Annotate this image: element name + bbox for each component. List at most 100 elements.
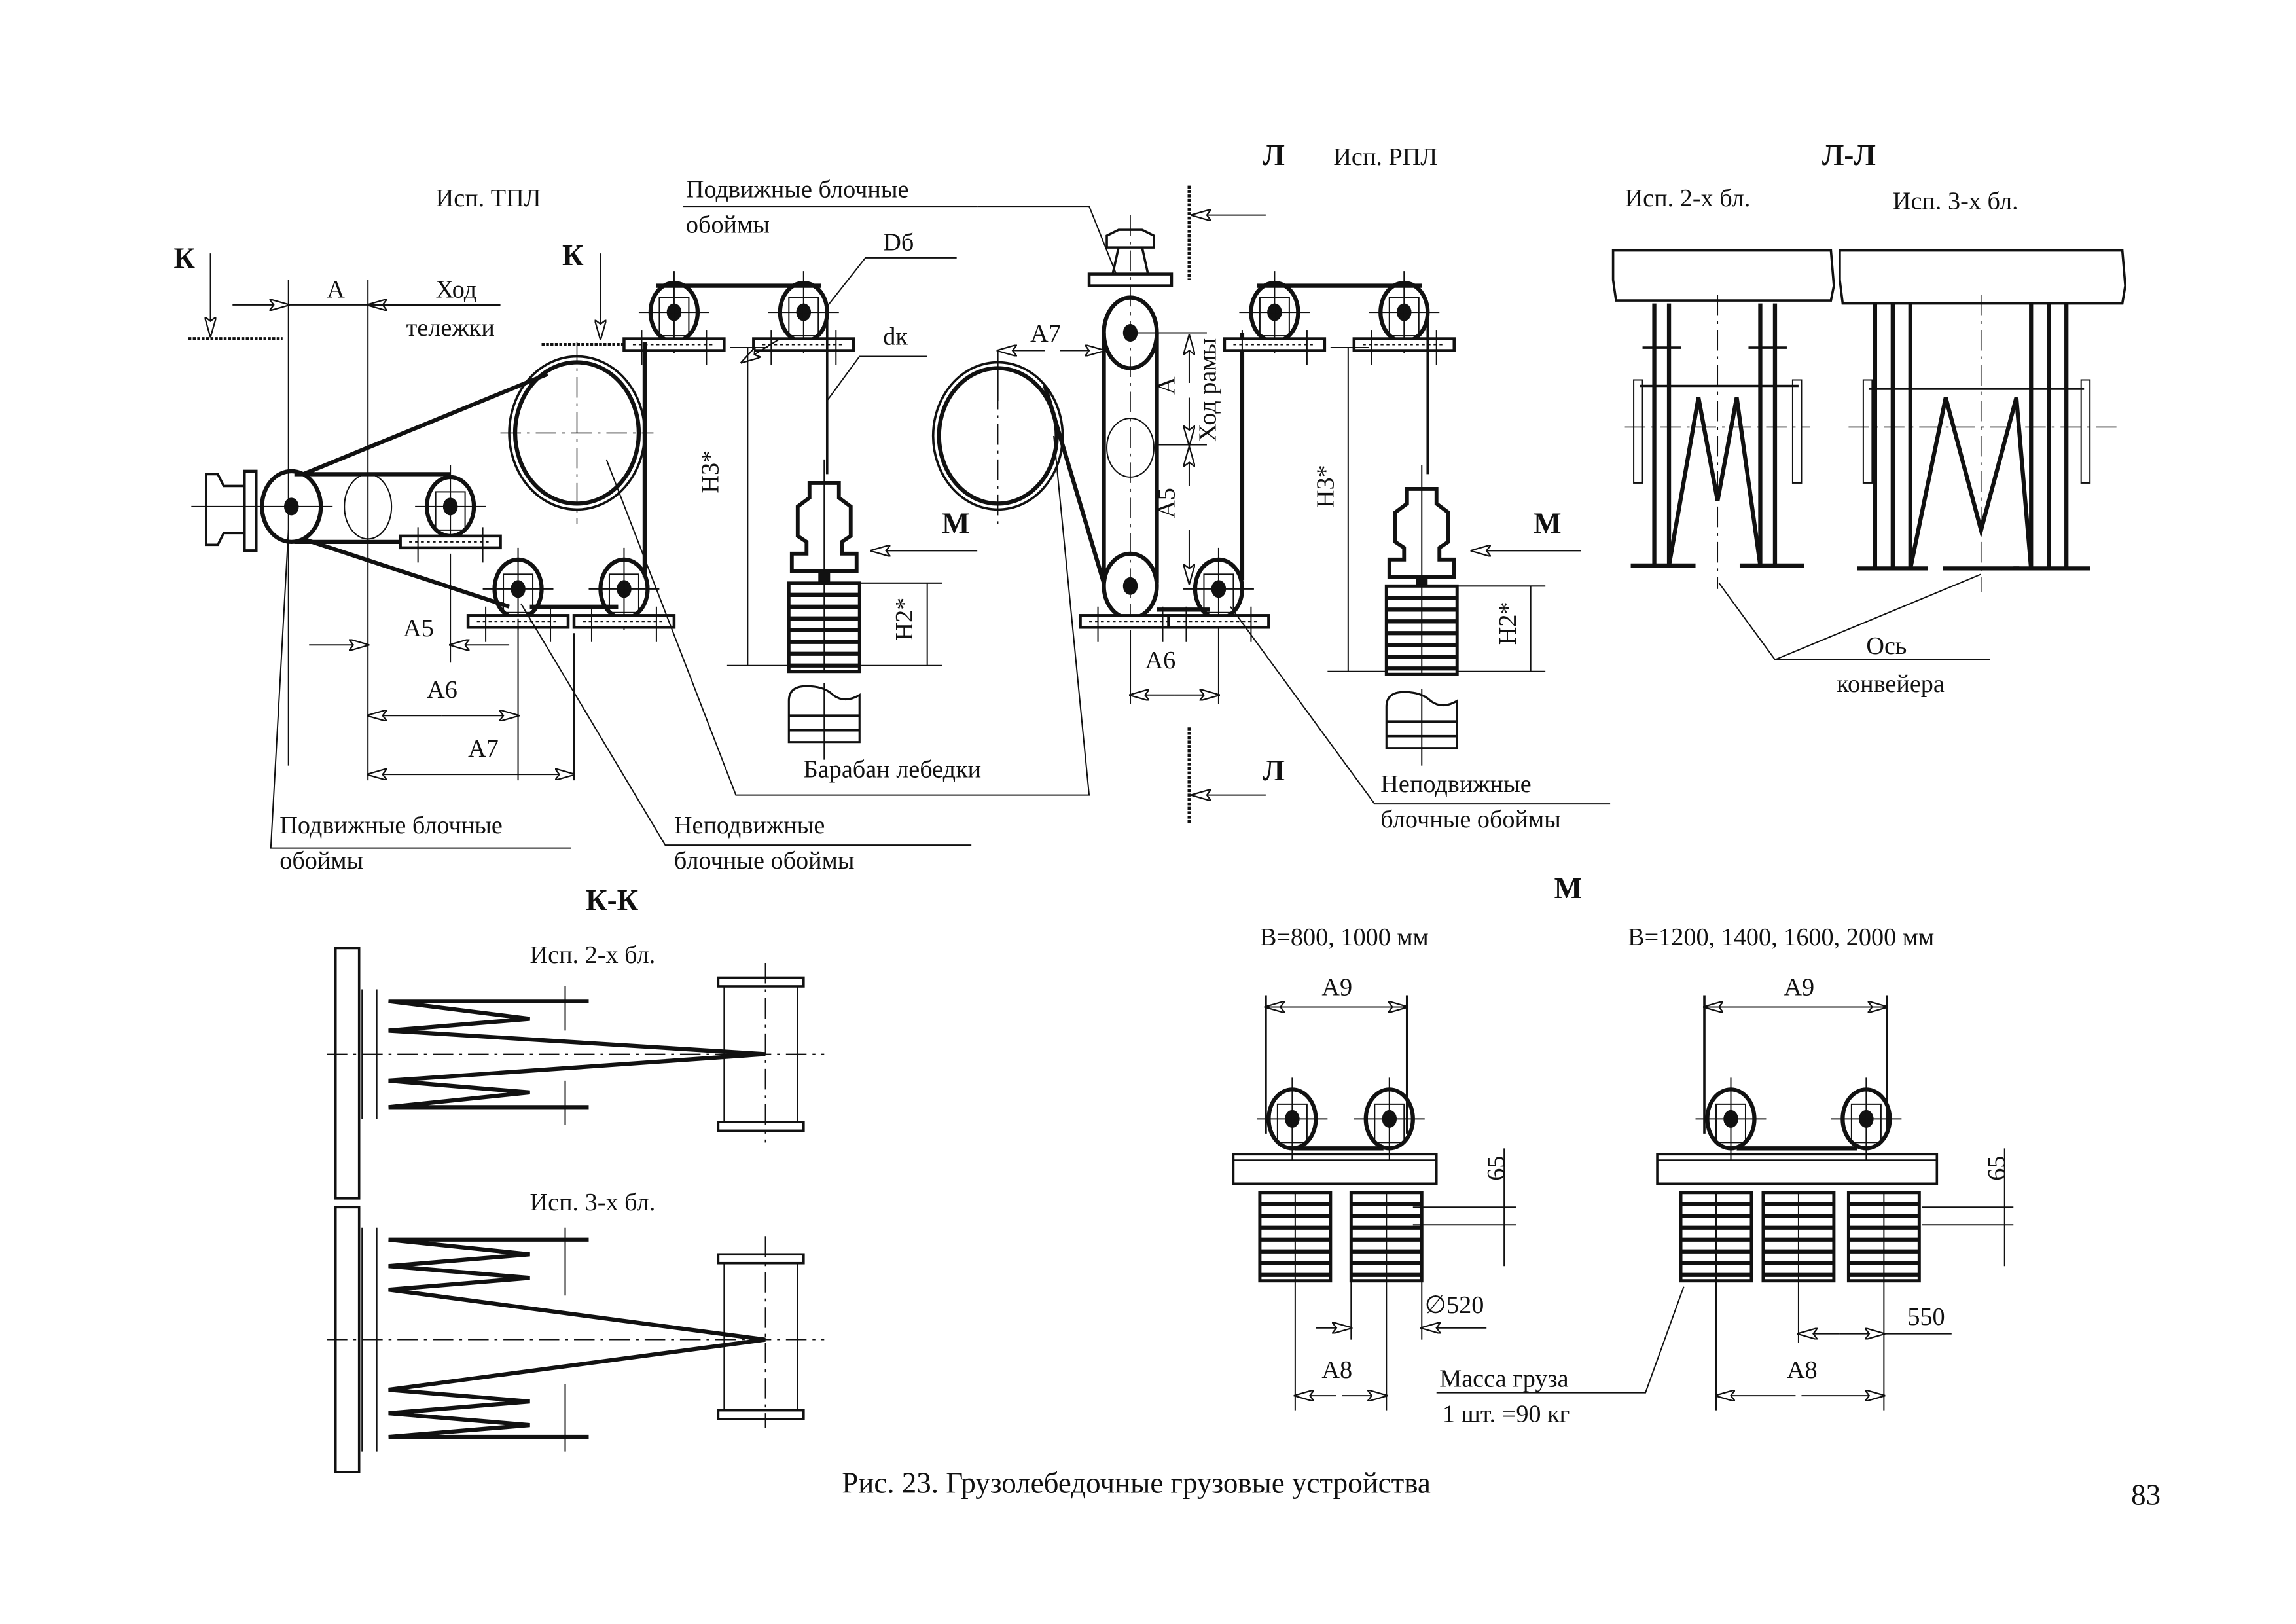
beam-2-block	[1611, 249, 1835, 302]
leader-line	[1230, 606, 1611, 805]
section-ll: Л-Л Исп. 2-х бл. Исп. 3-х бл.	[1611, 139, 2126, 698]
kk-2block-rope	[388, 999, 766, 1110]
kk-drum-flange	[717, 1409, 805, 1420]
leader-line	[605, 435, 1090, 796]
rpl-dim-a5-label: А5	[1153, 488, 1180, 518]
dim-a8-right-label: А8	[1787, 1356, 1818, 1384]
leader-line	[826, 355, 927, 401]
kk-drum-flange	[717, 1121, 805, 1132]
weight-stack-rpl	[1386, 586, 1457, 674]
section-ll-title: Л-Л	[1822, 139, 1876, 171]
drum-diameter-label: Dб	[883, 229, 914, 257]
section-kk-title: К-К	[586, 884, 639, 916]
dim-a7-label: А7	[468, 735, 499, 763]
dim-a9-left-label: А9	[1321, 973, 1352, 1001]
winch-drum-label: Барабан лебедки	[804, 756, 981, 784]
movable-blocks-top-label-2: обоймы	[686, 211, 770, 239]
leader-line	[977, 206, 1119, 280]
diameter-label: ∅520	[1425, 1291, 1484, 1319]
dim-a5-label: А5	[403, 615, 434, 642]
beam-3-block	[1839, 249, 2126, 305]
kk-2block-beam	[334, 947, 361, 1200]
rpl-fixed-blocks-label-1: Неподвижные	[1380, 770, 1531, 798]
rope	[302, 372, 548, 477]
weight-stack	[789, 583, 859, 672]
view-m-left-assembly	[1232, 995, 1438, 1280]
section-mark-l-top: Л	[1263, 139, 1285, 171]
dim-65-right-label: 65	[1983, 1156, 2011, 1181]
section-kk-variant-3: Исп. 3-х бл.	[530, 1189, 656, 1216]
weight-detail	[1385, 687, 1459, 767]
section-mark-k-left: К	[173, 242, 195, 275]
tpl-view: Исп. ТПЛ К К А Ход тележки Подвижные бло…	[173, 176, 1119, 875]
weight-carrier	[792, 460, 857, 583]
leader-line	[1436, 1286, 1685, 1394]
travel-label-1: Ход	[436, 276, 477, 304]
kk-drum-flange	[717, 976, 805, 988]
rpl-dim-a6-label: А6	[1145, 647, 1176, 674]
height-h3-label: H3*	[696, 450, 724, 494]
conveyor-axis-label-1: Ось	[1866, 632, 1907, 660]
weight-carrier-rpl	[1390, 465, 1454, 589]
page-number: 83	[2131, 1479, 2161, 1511]
section-ll-variant-2: Исп. 2-х бл.	[1625, 185, 1751, 212]
dim-a6-label: А6	[427, 676, 457, 704]
frame-top	[1105, 228, 1155, 249]
section-mark-k-right: К	[562, 239, 584, 272]
view-mark-m-right: М	[1534, 507, 1561, 539]
figure-caption: Рис. 23. Грузолебедочные грузовые устрой…	[842, 1467, 1431, 1500]
view-mark-m-left: М	[942, 507, 969, 539]
frame-post	[1111, 247, 1149, 274]
leader-line	[1718, 583, 1990, 660]
leader-line	[826, 257, 957, 307]
tpl-title: Исп. ТПЛ	[436, 185, 541, 212]
pulley-ghost	[1106, 417, 1155, 478]
rpl-height-h2-label: H2*	[1494, 602, 1522, 645]
dim-550-label: 550	[1907, 1303, 1945, 1331]
travel-label-2: тележки	[406, 314, 495, 342]
rpl-title: Исп. РПЛ	[1333, 143, 1437, 171]
weight-label-2: 1 шт. =90 кг	[1443, 1401, 1570, 1428]
dim-a8-left-label: А8	[1321, 1356, 1352, 1384]
movable-blocks-bottom-label-1: Подвижные блочные	[279, 812, 503, 839]
fixed-blocks-label-1: Неподвижные	[674, 812, 825, 839]
movable-blocks-bottom-label-2: обоймы	[279, 847, 363, 875]
weight-label-1: Масса груза	[1439, 1365, 1568, 1393]
view-m: М B=800, 1000 мм B=1200, 1400, 1600, 200…	[1232, 872, 2014, 1428]
dim-a-label: А	[327, 276, 345, 304]
drive-unit	[191, 465, 500, 562]
ll-2block-diagram	[1624, 295, 1810, 589]
dim-a9-right-label: А9	[1784, 973, 1814, 1001]
fixed-blocks-label-2: блочные обоймы	[674, 847, 855, 875]
rpl-dim-a-label: А	[1153, 376, 1180, 395]
section-kk: К-К Исп. 2-х бл. Исп. 3-х бл.	[327, 884, 825, 1473]
rpl-dim-a7-label: А7	[1030, 320, 1061, 348]
kk-3block-rope	[388, 1237, 766, 1439]
kk-3block-beam	[334, 1206, 361, 1473]
rpl-fixed-blocks-label-2: блочные обоймы	[1380, 806, 1561, 833]
view-m-right-assembly	[1656, 995, 1939, 1280]
rope	[1043, 385, 1106, 584]
kk-drum-flange	[717, 1253, 805, 1265]
rope	[302, 537, 511, 609]
section-mark-l-bottom: Л	[1263, 754, 1285, 787]
rope-diameter-label: dк	[883, 323, 908, 351]
weight-detail	[787, 681, 861, 761]
conveyor-axis-label-2: конвейера	[1837, 670, 1945, 698]
dim-65-left-label: 65	[1482, 1156, 1510, 1181]
leader-line	[1774, 573, 1982, 660]
rpl-view: Л Исп. РПЛ Л А7	[931, 139, 1611, 833]
frame-travel-label: Ход рамы	[1194, 338, 1221, 442]
view-m-title: М	[1554, 872, 1582, 905]
height-h2-label: H2*	[891, 598, 918, 641]
section-kk-variant-2: Исп. 2-х бл.	[530, 941, 656, 969]
pulley-hub	[1122, 577, 1138, 595]
ll-3block-diagram	[1848, 295, 2117, 592]
section-ll-variant-3: Исп. 3-х бл.	[1893, 188, 2018, 215]
leader-line	[270, 530, 571, 849]
view-m-left-caption: B=800, 1000 мм	[1260, 924, 1429, 951]
rpl-height-h3-label: H3*	[1312, 465, 1339, 508]
leader-line	[520, 603, 972, 846]
